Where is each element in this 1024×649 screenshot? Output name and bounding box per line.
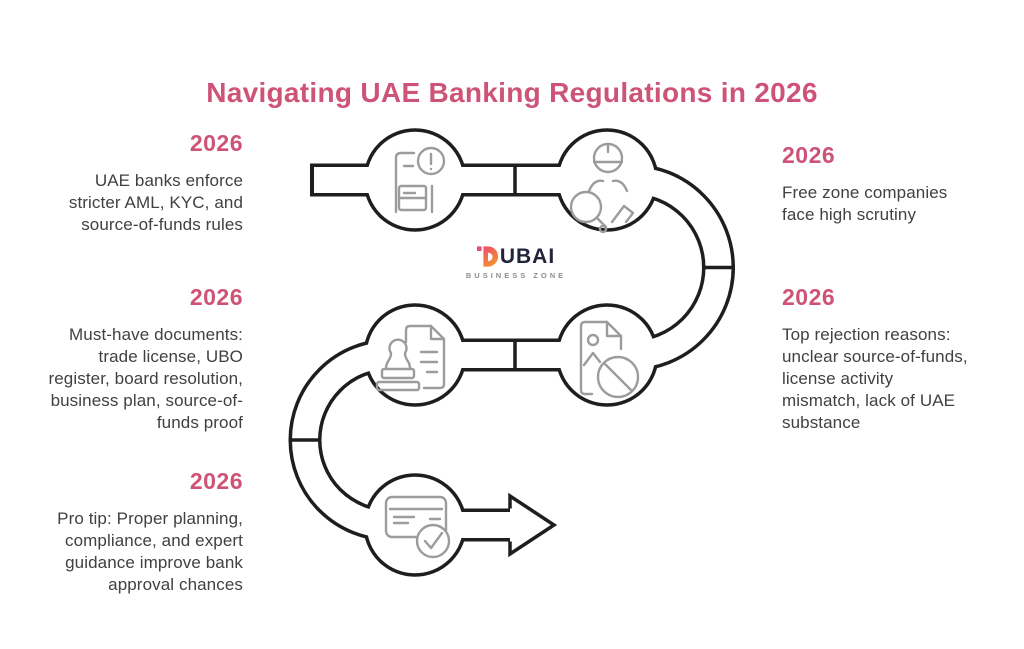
dubai-business-zone-logo: UBAI BUSINESS ZONE [458,245,574,280]
person-magnifier-icon [569,142,635,234]
milestone-2-block: 2026 Free zone companies face high scrut… [782,142,1002,226]
milestone-1-text: UAE banks enforce stricter AML, KYC, and… [68,171,243,234]
milestone-4-block: 2026 Top rejection reasons: unclear sour… [782,284,1002,434]
pipe-interior [292,167,732,538]
milestone-4-text: Top rejection reasons: unclear source-of… [782,325,968,432]
milestone-3-text: Must-have documents: trade license, UBO … [48,325,243,432]
milestone-2-year: 2026 [782,142,836,168]
document-rejected-icon [579,320,640,399]
milestone-3-block: 2026 Must-have documents: trade license,… [13,284,243,434]
logo-tagline: BUSINESS ZONE [465,271,567,280]
card-approved-icon [384,495,451,559]
document-stamp-icon [375,324,446,392]
flow-arrow-icon [508,492,558,558]
milestone-1-year: 2026 [189,130,243,156]
logo-d-mark-icon [476,246,498,267]
milestone-4-year: 2026 [782,284,836,310]
logo-brand-text: UBAI [499,244,556,268]
milestone-3-year: 2026 [189,284,243,310]
document-alert-icon [394,146,446,214]
milestone-5-year: 2026 [189,468,243,494]
milestone-2-text: Free zone companies face high scrutiny [782,183,948,224]
milestone-1-block: 2026 UAE banks enforce stricter AML, KYC… [13,130,243,236]
page-title: Navigating UAE Banking Regulations in 20… [206,76,818,108]
pipe-divider-ticks [288,163,735,442]
milestone-5-text: Pro tip: Proper planning, compliance, an… [57,509,243,594]
milestone-5-block: 2026 Pro tip: Proper planning, complianc… [13,468,243,596]
